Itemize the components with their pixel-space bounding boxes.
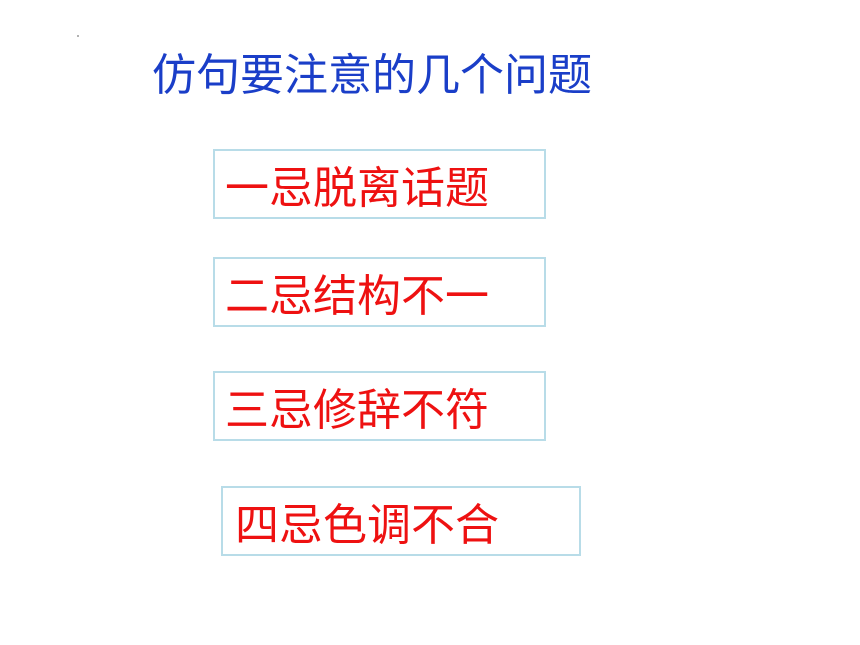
rule-text-1: 一忌脱离话题 bbox=[225, 163, 489, 214]
rule-box-1: 一忌脱离话题 bbox=[213, 149, 546, 219]
rule-text-2: 二忌结构不一 bbox=[225, 271, 489, 322]
rule-box-2: 二忌结构不一 bbox=[213, 257, 546, 327]
slide-title: 仿句要注意的几个问题 bbox=[152, 50, 592, 101]
rule-text-3: 三忌修辞不符 bbox=[225, 385, 489, 436]
rule-box-4: 四忌色调不合 bbox=[221, 486, 581, 556]
rule-text-4: 四忌色调不合 bbox=[235, 500, 499, 551]
rule-box-3: 三忌修辞不符 bbox=[213, 371, 546, 441]
stray-dot bbox=[77, 35, 79, 37]
